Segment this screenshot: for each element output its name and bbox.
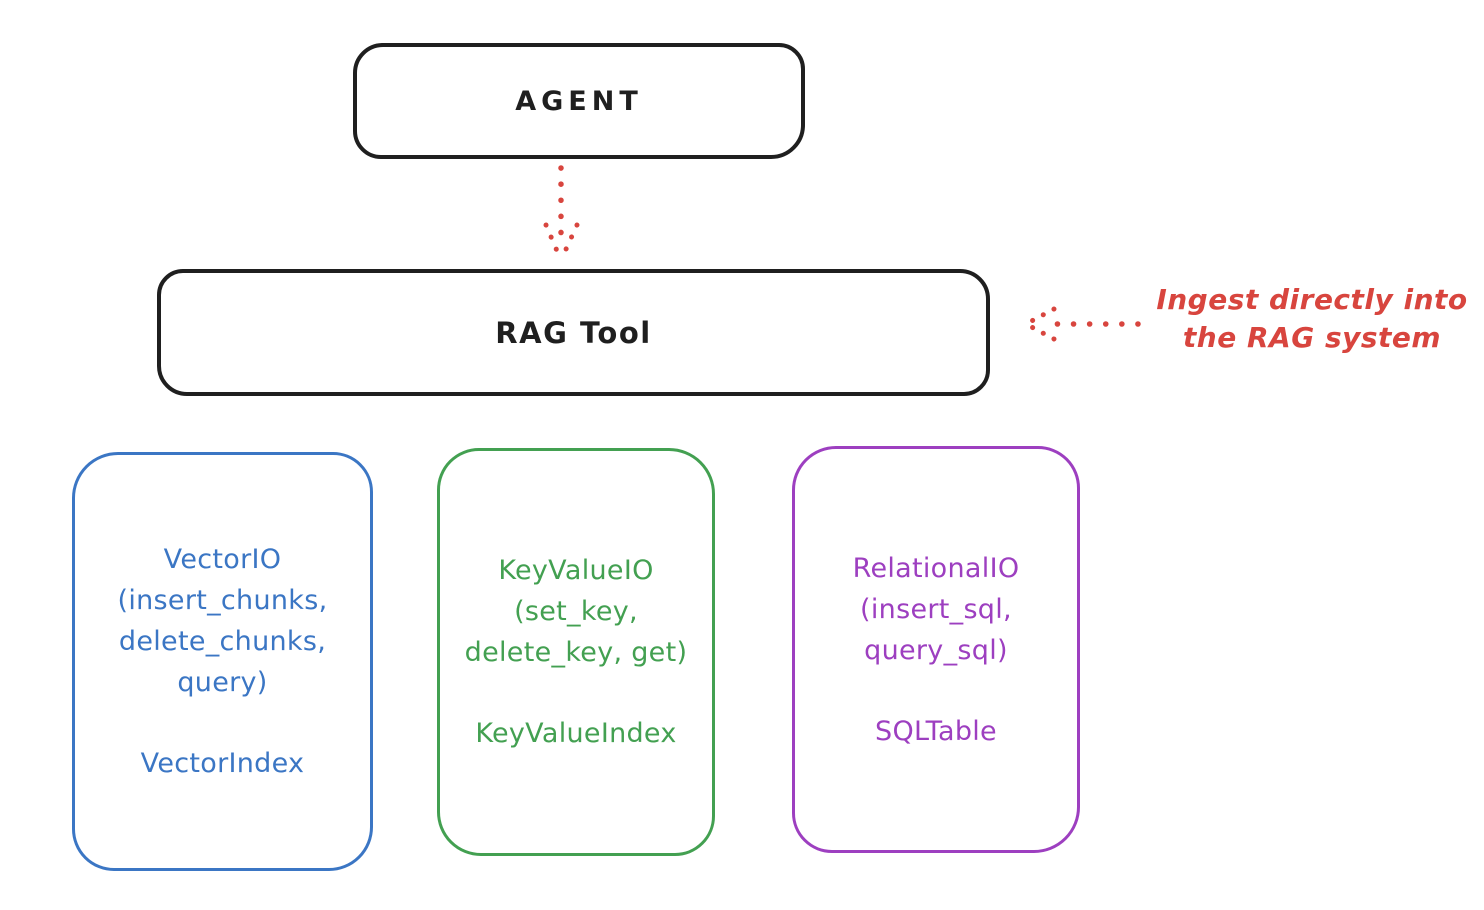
relational-io-box: RelationalIO (insert_sql, query_sql) SQL… (792, 446, 1080, 853)
io-method-line: (insert_sql, (860, 593, 1012, 625)
vector-io-box: VectorIO (insert_chunks, delete_chunks, … (72, 452, 373, 871)
relational-io-methods: RelationalIO (insert_sql, query_sql) (853, 548, 1020, 671)
rag-tool-box: RAG Tool (157, 269, 990, 396)
keyvalue-io-methods: KeyValueIO (set_key, delete_key, get) (465, 550, 688, 673)
dotted-arrow-down-icon (543, 165, 580, 261)
rag-tool-label: RAG Tool (495, 315, 652, 350)
io-method-line: RelationalIO (852, 552, 1020, 584)
ingest-annotation: Ingest directly into the RAG system (1140, 281, 1484, 357)
io-method-line: query) (177, 667, 268, 698)
io-method-line: delete_chunks, (118, 626, 327, 657)
io-method-line: (set_key, (514, 596, 638, 627)
keyvalue-io-box: KeyValueIO (set_key, delete_key, get) Ke… (437, 448, 715, 856)
io-method-line: delete_key, get) (464, 637, 688, 668)
ingest-annotation-line1: Ingest directly into (1156, 283, 1468, 316)
io-index-label: SQLTable (875, 715, 997, 747)
agent-box: AGENT (353, 43, 805, 159)
io-method-line: KeyValueIO (498, 555, 654, 586)
vector-io-methods: VectorIO (insert_chunks, delete_chunks, … (118, 539, 328, 703)
agent-label: AGENT (515, 85, 643, 117)
dotted-arrow-left-icon (1023, 306, 1141, 342)
io-method-line: (insert_chunks, (117, 585, 328, 616)
io-index-label: VectorIndex (140, 748, 305, 779)
ingest-annotation-line2: the RAG system (1182, 321, 1442, 354)
io-method-line: VectorIO (163, 544, 282, 575)
io-method-line: query_sql) (864, 634, 1008, 666)
io-index-label: KeyValueIndex (475, 718, 677, 749)
